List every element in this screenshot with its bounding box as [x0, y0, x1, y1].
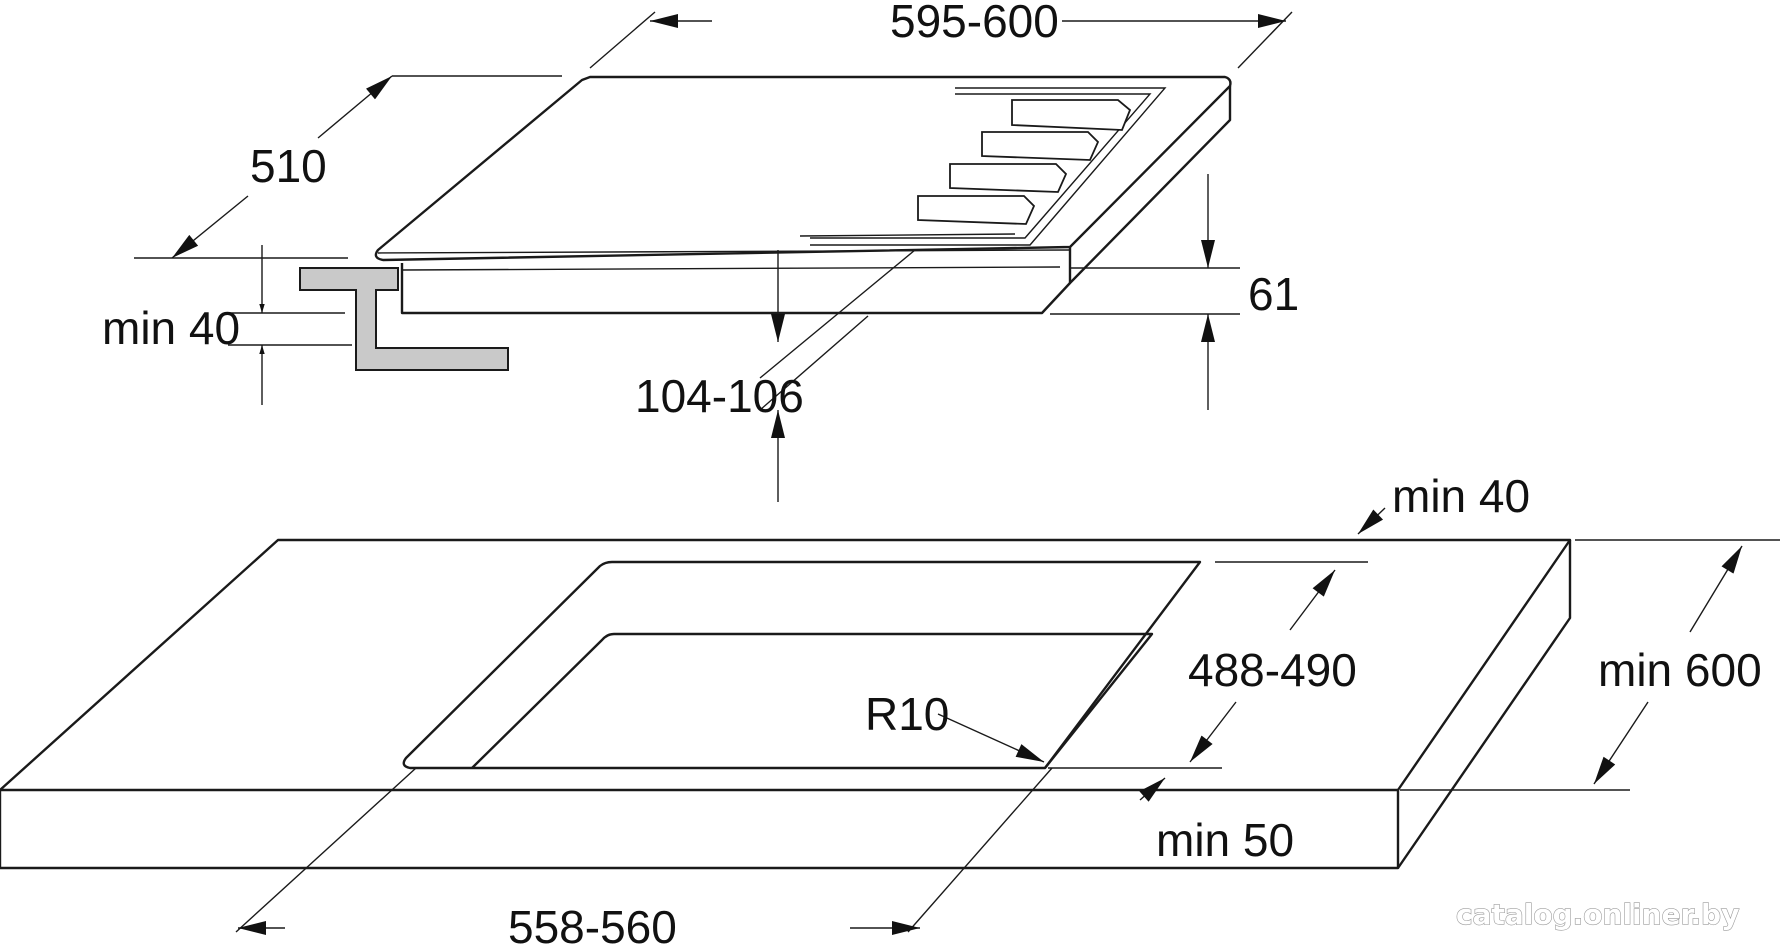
dimension-labels: 595-600 510 min 40 61 104-106 min 40 488…	[102, 0, 1762, 949]
label-hob-width: 595-600	[890, 0, 1059, 47]
cutout-inner	[471, 632, 1154, 769]
label-hob-height: 61	[1248, 268, 1299, 320]
hob-dimension-lines	[134, 11, 1293, 502]
hob-plate-edge	[377, 249, 1071, 254]
hob-body	[400, 263, 1071, 315]
control-knob-4	[917, 195, 1036, 225]
label-hob-depth: 510	[250, 140, 327, 192]
hob-body-bottom-edge	[401, 266, 1061, 271]
hob-top-plate	[374, 75, 1232, 262]
worktop-dimension-lines	[235, 507, 1780, 935]
label-front-min-distance: min 50	[1156, 814, 1294, 866]
watermark: catalog.onliner.by	[1456, 898, 1739, 931]
control-knob-1	[1011, 99, 1132, 131]
label-worktop-min-thickness: min 40	[102, 302, 240, 354]
control-panel	[799, 87, 1167, 246]
worktop-side-face	[1397, 540, 1572, 869]
label-worktop-min-depth: min 600	[1598, 644, 1762, 696]
hob-drawing	[299, 75, 1232, 371]
hob-right-side	[1068, 86, 1232, 285]
label-cutout-width: 558-560	[508, 901, 677, 949]
label-cutout-depth: 488-490	[1188, 644, 1357, 696]
cutout-outer	[402, 560, 1202, 770]
worktop-front-face	[0, 790, 1400, 870]
label-rear-min-distance: min 40	[1392, 470, 1530, 522]
label-hob-total-depth: 104-106	[635, 370, 804, 422]
label-corner-radius: R10	[865, 688, 949, 740]
worktop-bracket	[299, 267, 509, 371]
worktop-drawing	[0, 538, 1572, 870]
control-knob-3	[949, 163, 1068, 193]
control-knob-2	[981, 131, 1100, 161]
